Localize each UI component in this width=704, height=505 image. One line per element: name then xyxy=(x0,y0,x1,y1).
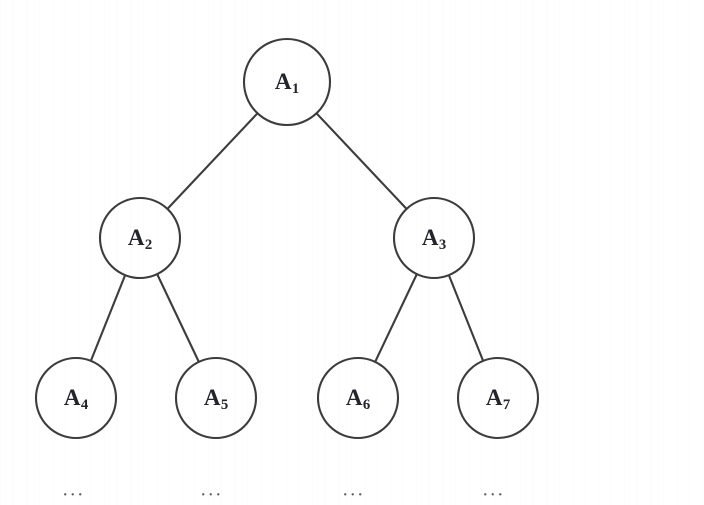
edges-layer xyxy=(89,112,485,363)
tree-node-a6[interactable] xyxy=(316,356,400,440)
node-label-base: A xyxy=(345,385,363,410)
node-label-subscript: 7 xyxy=(502,396,511,413)
nodes-layer xyxy=(34,37,540,440)
node-label-subscript: 6 xyxy=(362,396,371,413)
tree-edge-a2-a4 xyxy=(89,274,127,362)
node-label-a5: A5 xyxy=(203,385,229,413)
tree-node-a2[interactable] xyxy=(98,196,182,280)
tree-node-a3[interactable] xyxy=(392,196,476,280)
node-label-a1: A1 xyxy=(274,69,300,97)
node-label-a3: A3 xyxy=(421,225,447,253)
node-label-a2: A2 xyxy=(127,225,153,253)
node-label-a4: A4 xyxy=(63,385,89,413)
tree-edge-a1-a3 xyxy=(315,112,408,210)
ellipsis-under-a7: ... xyxy=(482,478,506,501)
node-label-subscript: 1 xyxy=(291,80,300,97)
tree-edge-a3-a6 xyxy=(374,273,418,363)
node-label-subscript: 5 xyxy=(220,396,229,413)
node-label-subscript: 2 xyxy=(144,236,153,253)
tree-edge-a1-a2 xyxy=(166,112,259,210)
node-label-base: A xyxy=(127,225,145,250)
node-label-base: A xyxy=(421,225,439,250)
node-label-a7: A7 xyxy=(485,385,511,413)
node-label-a6: A6 xyxy=(345,385,371,413)
node-label-subscript: 4 xyxy=(80,396,89,413)
node-label-subscript: 3 xyxy=(438,236,447,253)
tree-node-a1[interactable] xyxy=(242,37,332,127)
ellipsis-under-a4: ... xyxy=(62,478,86,501)
node-label-base: A xyxy=(203,385,221,410)
ellipsis-under-a5: ... xyxy=(200,478,224,501)
tree-edge-a3-a7 xyxy=(447,274,485,362)
node-label-base: A xyxy=(485,385,503,410)
tree-edge-a2-a5 xyxy=(156,273,200,363)
tree-node-a7[interactable] xyxy=(456,356,540,440)
ellipsis-under-a6: ... xyxy=(342,478,366,501)
node-label-base: A xyxy=(274,69,292,94)
tree-node-a5[interactable] xyxy=(174,356,258,440)
node-label-base: A xyxy=(63,385,81,410)
tree-node-a4[interactable] xyxy=(34,356,118,440)
